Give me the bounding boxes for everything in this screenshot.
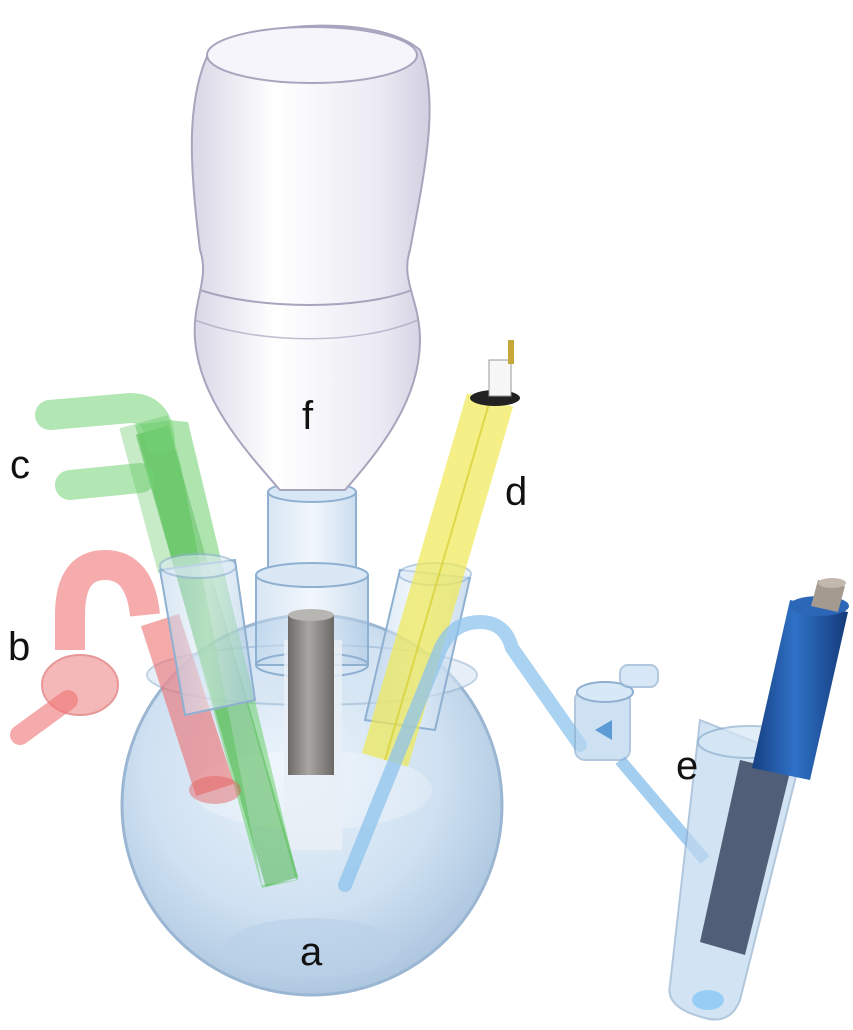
label-a: a [300,932,322,972]
label-c: c [10,445,30,485]
test-tube-with-probe [669,578,849,1020]
valve-trap [575,665,658,760]
label-e: e [676,746,698,786]
grey-rod [288,609,334,775]
label-b: b [8,627,30,667]
label-f: f [302,396,313,436]
label-d: d [505,472,527,512]
